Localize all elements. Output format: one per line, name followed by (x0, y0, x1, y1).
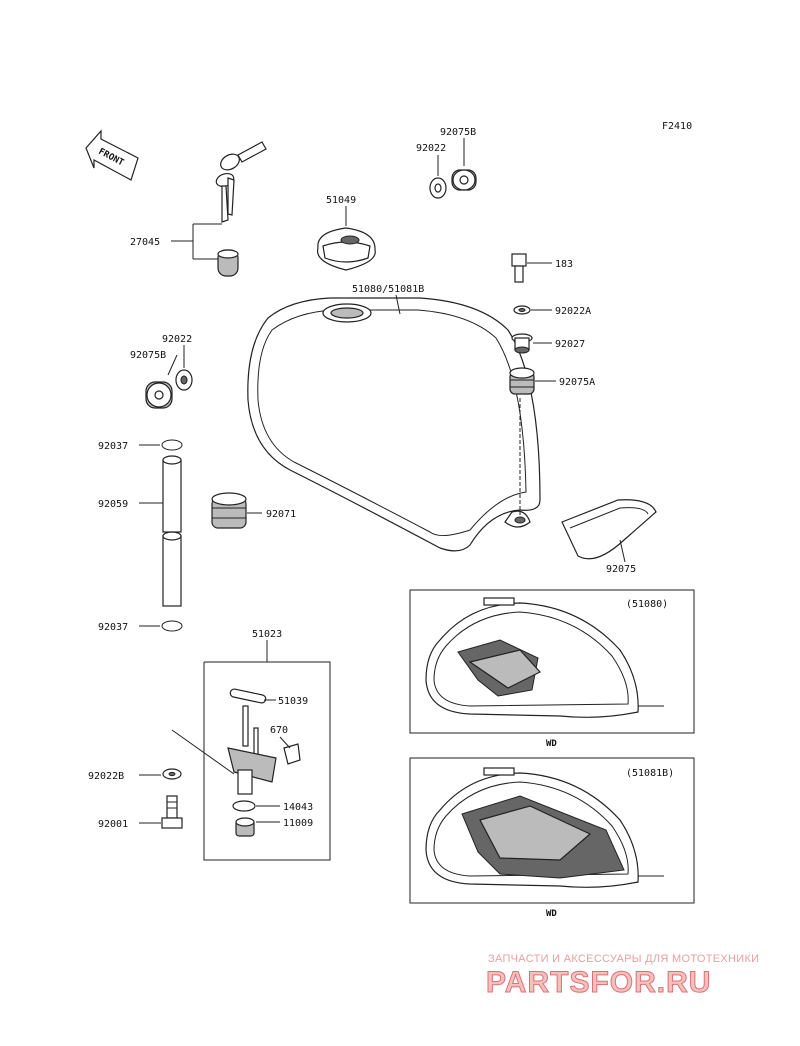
label-92075A: 92075A (559, 377, 595, 388)
inset-51080-code: (51080) (626, 599, 668, 610)
washer-92022B (162, 768, 182, 780)
label-11009: 11009 (283, 818, 313, 829)
label-92075B-top: 92075B (440, 127, 476, 138)
label-92022A: 92022A (555, 306, 591, 317)
label-27045: 27045 (130, 237, 160, 248)
label-670: 670 (270, 725, 288, 736)
tank-damper-top (429, 169, 477, 199)
label-92075B-left: 92075B (130, 350, 166, 361)
grommet-92071 (211, 492, 247, 529)
hose-clamp-bottom (161, 620, 183, 632)
inset-51080: (51080) WD (409, 589, 695, 749)
tank-damper-left (145, 369, 193, 409)
front-arrow-icon: FRONT (85, 129, 139, 181)
label-92037-bottom: 92037 (98, 622, 128, 633)
label-92022-top: 92022 (416, 143, 446, 154)
label-51049: 51049 (326, 195, 356, 206)
damper-92075A (509, 367, 535, 395)
fuel-tap-box (203, 661, 331, 861)
fuel-cap (316, 227, 376, 271)
watermark-brand: PARTSFOR.RU (486, 966, 711, 999)
label-92022B: 92022B (88, 771, 124, 782)
pad-92075 (561, 499, 657, 560)
bolt-92001 (161, 795, 183, 829)
label-92071: 92071 (266, 509, 296, 520)
label-92075: 92075 (606, 564, 636, 575)
label-51080-51081B: 51080/51081B (352, 284, 424, 295)
label-51039: 51039 (278, 696, 308, 707)
fuel-tap (227, 688, 301, 837)
label-92022-left: 92022 (162, 334, 192, 345)
inset-51081B-code: (51081B) (626, 768, 674, 779)
bolt-183 (511, 253, 527, 283)
fuel-hose (162, 455, 182, 607)
label-92027: 92027 (555, 339, 585, 350)
label-92037-top: 92037 (98, 441, 128, 452)
ignition-key-set (215, 141, 267, 277)
label-92059: 92059 (98, 499, 128, 510)
watermark-tagline: ЗАПЧАСТИ И АКСЕССУАРЫ ДЛЯ МОТОТЕХНИКИ (488, 953, 759, 965)
label-92001: 92001 (98, 819, 128, 830)
collar-92027 (511, 333, 533, 354)
inset-51081B-caption: WD (546, 909, 557, 919)
inset-51080-caption: WD (546, 739, 557, 749)
fuel-tank (247, 297, 541, 552)
inset-51081B: (51081B) WD (409, 757, 695, 919)
figure-code: F2410 (662, 121, 692, 132)
label-183: 183 (555, 259, 573, 270)
washer-92022A (513, 305, 531, 315)
label-14043: 14043 (283, 802, 313, 813)
label-51023: 51023 (252, 629, 282, 640)
hose-clamp-top (161, 439, 183, 451)
